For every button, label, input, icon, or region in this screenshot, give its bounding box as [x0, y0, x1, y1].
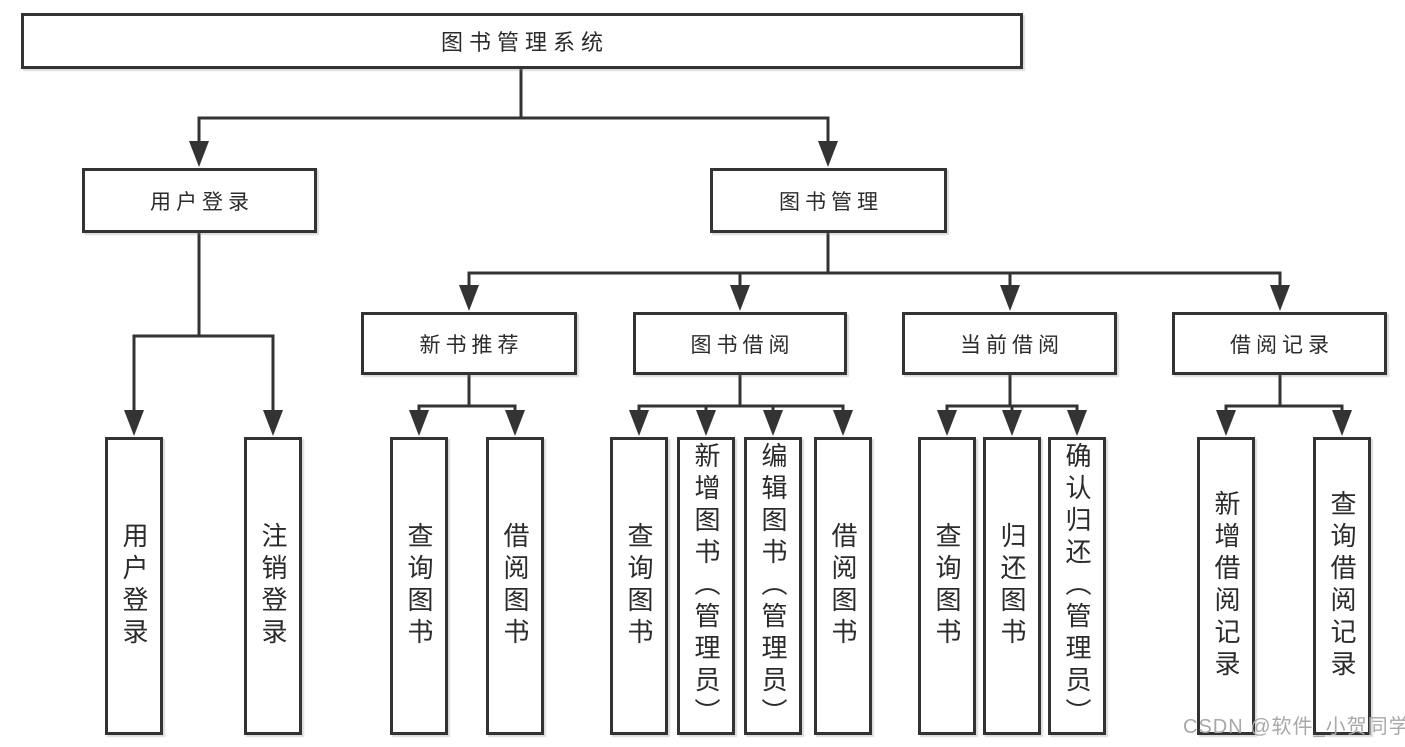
node-library-management-system: 图书管理系统: [21, 13, 1023, 69]
node-label: 图书管理系统: [440, 30, 609, 55]
leaf-logout: 注销登录: [244, 437, 302, 735]
node-label: 借阅记录: [1230, 333, 1334, 357]
leaf-user-login: 用户登录: [105, 437, 163, 735]
leaf-confirm-return-admin: 确认归还（管理员）: [1048, 437, 1106, 735]
leaf-query-borrow-record: 查询借阅记录: [1313, 437, 1371, 735]
leaf-add-borrow-record: 新增借阅记录: [1197, 437, 1255, 735]
node-new-book-recommend: 新书推荐: [361, 312, 577, 375]
csdn-watermark: CSDN @软件_小贺同学: [1183, 716, 1405, 738]
node-label: 注销登录: [258, 522, 288, 650]
node-label: 新增图书（管理员）: [691, 442, 721, 730]
node-user-login: 用户登录: [82, 168, 317, 233]
node-label: 编辑图书（管理员）: [758, 442, 788, 730]
leaf-query-books-recommend: 查询图书: [390, 437, 448, 735]
arrowheads: [124, 141, 1352, 436]
node-label: 新增借阅记录: [1211, 490, 1241, 682]
node-label: 确认归还（管理员）: [1062, 442, 1092, 730]
leaf-return-book: 归还图书: [983, 437, 1041, 735]
node-label: 新书推荐: [419, 333, 524, 357]
node-label: 查询图书: [932, 522, 962, 650]
node-label: 借阅图书: [500, 522, 530, 650]
leaf-query-books-borrowing: 查询图书: [610, 437, 668, 735]
node-label: 借阅图书: [828, 522, 858, 650]
node-label: 用户登录: [119, 522, 149, 650]
node-label: 查询图书: [624, 522, 654, 650]
leaf-edit-book-admin: 编辑图书（管理员）: [744, 437, 802, 735]
leaf-add-book-admin: 新增图书（管理员）: [677, 437, 735, 735]
leaf-query-books-current: 查询图书: [918, 437, 976, 735]
node-label: 查询图书: [404, 522, 434, 650]
node-borrow-records: 借阅记录: [1172, 312, 1387, 375]
leaf-borrow-books: 借阅图书: [814, 437, 872, 735]
node-label: 用户登录: [150, 190, 254, 214]
node-label: 查询借阅记录: [1327, 490, 1357, 682]
node-label: 当前借阅: [960, 333, 1064, 357]
node-label: 归还图书: [997, 522, 1027, 650]
node-label: 图书借阅: [690, 333, 795, 357]
node-label: 图书管理: [779, 190, 883, 214]
node-current-borrowing: 当前借阅: [902, 312, 1117, 375]
leaf-borrow-books-recommend: 借阅图书: [486, 437, 544, 735]
node-book-borrowing: 图书借阅: [633, 312, 847, 375]
node-book-management: 图书管理: [710, 168, 947, 233]
